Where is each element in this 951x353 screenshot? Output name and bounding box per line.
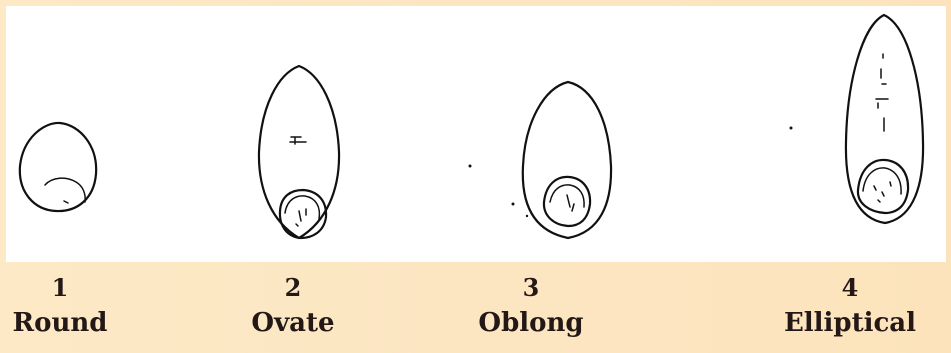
- shape-label-2: 2 Ovate: [243, 276, 343, 336]
- shape-number: 4: [770, 276, 930, 300]
- shape-name: Round: [10, 310, 110, 336]
- drawing-panel: [6, 6, 946, 262]
- shape-number: 3: [471, 276, 591, 300]
- shape-number: 1: [10, 276, 110, 300]
- shape-label-3: 3 Oblong: [471, 276, 591, 336]
- shape-label-1: 1 Round: [10, 276, 110, 336]
- shape-number: 2: [243, 276, 343, 300]
- shape-name: Ovate: [243, 310, 343, 336]
- ovate-grain-icon: [259, 66, 339, 238]
- grain-shapes-drawing: [6, 6, 946, 262]
- oblong-grain-icon: [469, 82, 612, 238]
- elliptical-grain-icon: [790, 15, 924, 223]
- round-grain-icon: [20, 123, 96, 211]
- shape-name: Elliptical: [770, 310, 930, 336]
- shape-name: Oblong: [471, 310, 591, 336]
- shape-label-4: 4 Elliptical: [770, 276, 930, 336]
